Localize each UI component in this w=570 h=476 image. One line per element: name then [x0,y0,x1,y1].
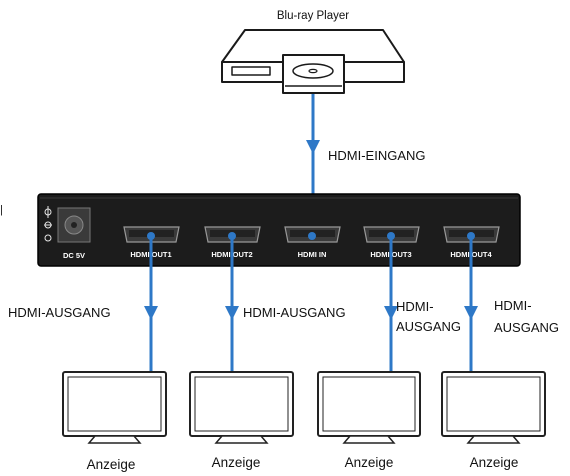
blu-ray-player-icon [221,29,405,94]
display-label-3: Anzeige [345,455,394,470]
port-label-in: HDMI IN [298,250,327,259]
output-cable-3-arrowhead [384,306,398,320]
output-cable-2-arrowhead [225,306,239,320]
display-2-icon [189,371,294,444]
display-1-icon [62,371,167,444]
output-cable-1-arrowhead [144,306,158,320]
hdmi-splitter: DC 5V HDMI OUT1 HDMI OUT2 HDMI IN HDMI O… [37,193,521,267]
input-cable-arrowhead [306,140,320,154]
dc-power-label: DC 5V [63,251,85,260]
display-label-4: Anzeige [470,455,519,470]
output-cable-label-3b: AUSGANG [396,319,461,334]
source-label: Blu-ray Player [277,10,349,22]
display-label-1: Anzeige [87,457,136,472]
output-cable-label-2: HDMI-AUSGANG [243,305,346,320]
input-cable-label: HDMI-EINGANG [328,148,426,163]
output-cable-label-4a: HDMI- [494,298,532,313]
output-cable-label-4b: AUSGANG [494,320,559,335]
output-cable-4-arrowhead [464,306,478,320]
power-symbols-icon [44,206,52,242]
stray-mark: | [0,204,3,216]
output-cable-label-1: HDMI-AUSGANG [8,305,111,320]
display-4-icon [441,371,546,444]
display-label-2: Anzeige [212,455,261,470]
output-cable-label-3a: HDMI- [396,299,434,314]
display-3-icon [317,371,421,444]
